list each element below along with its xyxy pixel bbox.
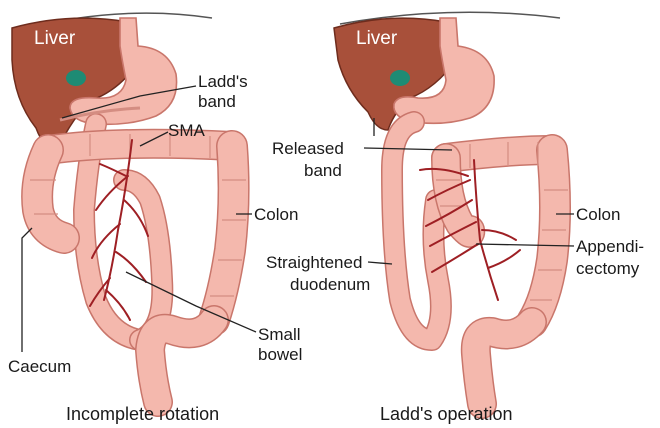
appendicectomy-label-2: cectomy [576, 259, 640, 278]
left-sma-trunk [104, 140, 132, 300]
left-transverse-colon [48, 144, 232, 150]
left-gallbladder [66, 70, 86, 86]
right-sigmoid-colon [476, 322, 532, 404]
right-descending-colon [532, 150, 555, 322]
left-caption: Incomplete rotation [66, 404, 219, 424]
right-caption: Ladd's operation [380, 404, 513, 424]
duodenum-label-1: Straightened [266, 253, 362, 272]
ladds-band-label-1: Ladd's [198, 72, 248, 91]
released-band-label-1: Released [272, 139, 344, 158]
sma-label: SMA [168, 121, 206, 140]
caecum-label: Caecum [8, 357, 71, 376]
right-gallbladder [390, 70, 410, 86]
small-bowel-label-1: Small [258, 325, 301, 344]
left-sigmoid-colon [150, 320, 214, 402]
right-liver-label: Liver [356, 28, 398, 49]
appendicectomy-label-1: Appendi- [576, 237, 644, 256]
right-illustration [334, 12, 568, 404]
small-bowel-label-2: bowel [258, 345, 302, 364]
left-liver-label: Liver [34, 28, 76, 49]
caecum-leader [22, 228, 32, 352]
left-colon-label: Colon [254, 205, 298, 224]
right-colon-label: Colon [576, 205, 620, 224]
ladds-band-label-2: band [198, 92, 236, 111]
duodenum-label-2: duodenum [290, 275, 370, 294]
released-band-label-2: band [304, 161, 342, 180]
